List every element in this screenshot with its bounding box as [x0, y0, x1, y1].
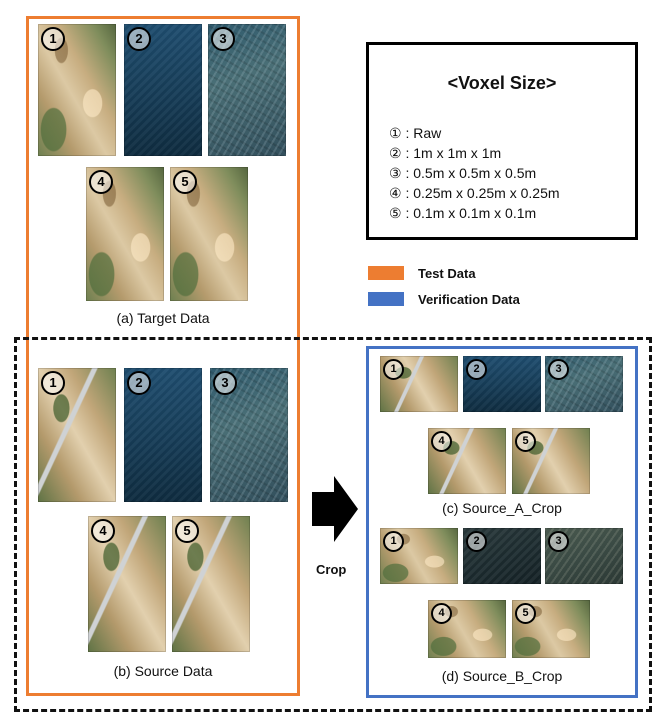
legend-item-5: ⑤ : 0.1m x 0.1m x 0.1m [389, 205, 536, 222]
source-b-tile-1: 1 [380, 528, 458, 584]
target-tile-2: 2 [124, 24, 202, 156]
marker-2: 2 [466, 531, 487, 552]
marker-5: 5 [175, 519, 199, 543]
source-a-tile-3: 3 [545, 356, 623, 412]
marker-2: 2 [466, 359, 487, 380]
verification-data-frame [366, 346, 638, 698]
marker-4: 4 [431, 603, 452, 624]
legend-text-4: : 0.25m x 0.25m x 0.25m [405, 185, 560, 201]
marker-4: 4 [91, 519, 115, 543]
legend-text-3: : 0.5m x 0.5m x 0.5m [405, 165, 537, 181]
legend-marker-3: ③ [389, 165, 402, 181]
source-b-tile-2: 2 [463, 528, 541, 584]
marker-5: 5 [173, 170, 197, 194]
legend-item-2: ② : 1m x 1m x 1m [389, 145, 501, 162]
marker-4: 4 [89, 170, 113, 194]
target-tile-1: 1 [38, 24, 116, 156]
source-tile-1: 1 [38, 368, 116, 502]
source-data-dashed-frame [14, 337, 652, 712]
test-data-swatch [368, 266, 404, 280]
marker-1: 1 [383, 359, 404, 380]
voxel-size-legend: <Voxel Size> ① : Raw ② : 1m x 1m x 1m ③ … [366, 42, 638, 240]
marker-3: 3 [213, 371, 237, 395]
marker-3: 3 [211, 27, 235, 51]
test-data-label: Test Data [418, 266, 476, 281]
legend-marker-2: ② [389, 145, 402, 161]
marker-1: 1 [383, 531, 404, 552]
target-data-caption: (a) Target Data [116, 310, 210, 326]
crop-arrow [312, 476, 358, 542]
crop-label: Crop [316, 562, 347, 577]
verification-data-swatch [368, 292, 404, 306]
marker-2: 2 [127, 27, 151, 51]
crop-arrow-shape [312, 476, 358, 542]
legend-marker-5: ⑤ [389, 205, 402, 221]
legend-text-5: : 0.1m x 0.1m x 0.1m [405, 205, 537, 221]
marker-5: 5 [515, 603, 536, 624]
source-a-tile-5: 5 [512, 428, 590, 494]
marker-5: 5 [515, 431, 536, 452]
target-tile-5: 5 [170, 167, 248, 301]
target-tile-3: 3 [208, 24, 286, 156]
legend-title: <Voxel Size> [447, 73, 557, 93]
source-tile-2: 2 [124, 368, 202, 502]
legend-item-4: ④ : 0.25m x 0.25m x 0.25m [389, 185, 560, 202]
source-a-tile-1: 1 [380, 356, 458, 412]
source-b-tile-4: 4 [428, 600, 506, 658]
source-a-crop-caption: (c) Source_A_Crop [442, 500, 562, 516]
legend-marker-1: ① [389, 125, 402, 141]
source-b-tile-3: 3 [545, 528, 623, 584]
source-tile-4: 4 [88, 516, 166, 652]
legend-text-2: : 1m x 1m x 1m [405, 145, 502, 161]
source-a-tile-4: 4 [428, 428, 506, 494]
marker-3: 3 [548, 359, 569, 380]
target-tile-4: 4 [86, 167, 164, 301]
marker-3: 3 [548, 531, 569, 552]
source-data-caption: (b) Source Data [113, 663, 213, 679]
legend-text-1: : Raw [405, 125, 442, 141]
source-tile-3: 3 [210, 368, 288, 502]
legend-item-3: ③ : 0.5m x 0.5m x 0.5m [389, 165, 536, 182]
source-tile-5: 5 [172, 516, 250, 652]
legend-marker-4: ④ [389, 185, 402, 201]
source-a-tile-2: 2 [463, 356, 541, 412]
source-b-crop-caption: (d) Source_B_Crop [441, 668, 563, 684]
test-data-frame [26, 16, 300, 696]
marker-2: 2 [127, 371, 151, 395]
marker-4: 4 [431, 431, 452, 452]
legend-item-1: ① : Raw [389, 125, 441, 142]
verification-data-label: Verification Data [418, 292, 520, 307]
marker-1: 1 [41, 27, 65, 51]
source-b-tile-5: 5 [512, 600, 590, 658]
marker-1: 1 [41, 371, 65, 395]
